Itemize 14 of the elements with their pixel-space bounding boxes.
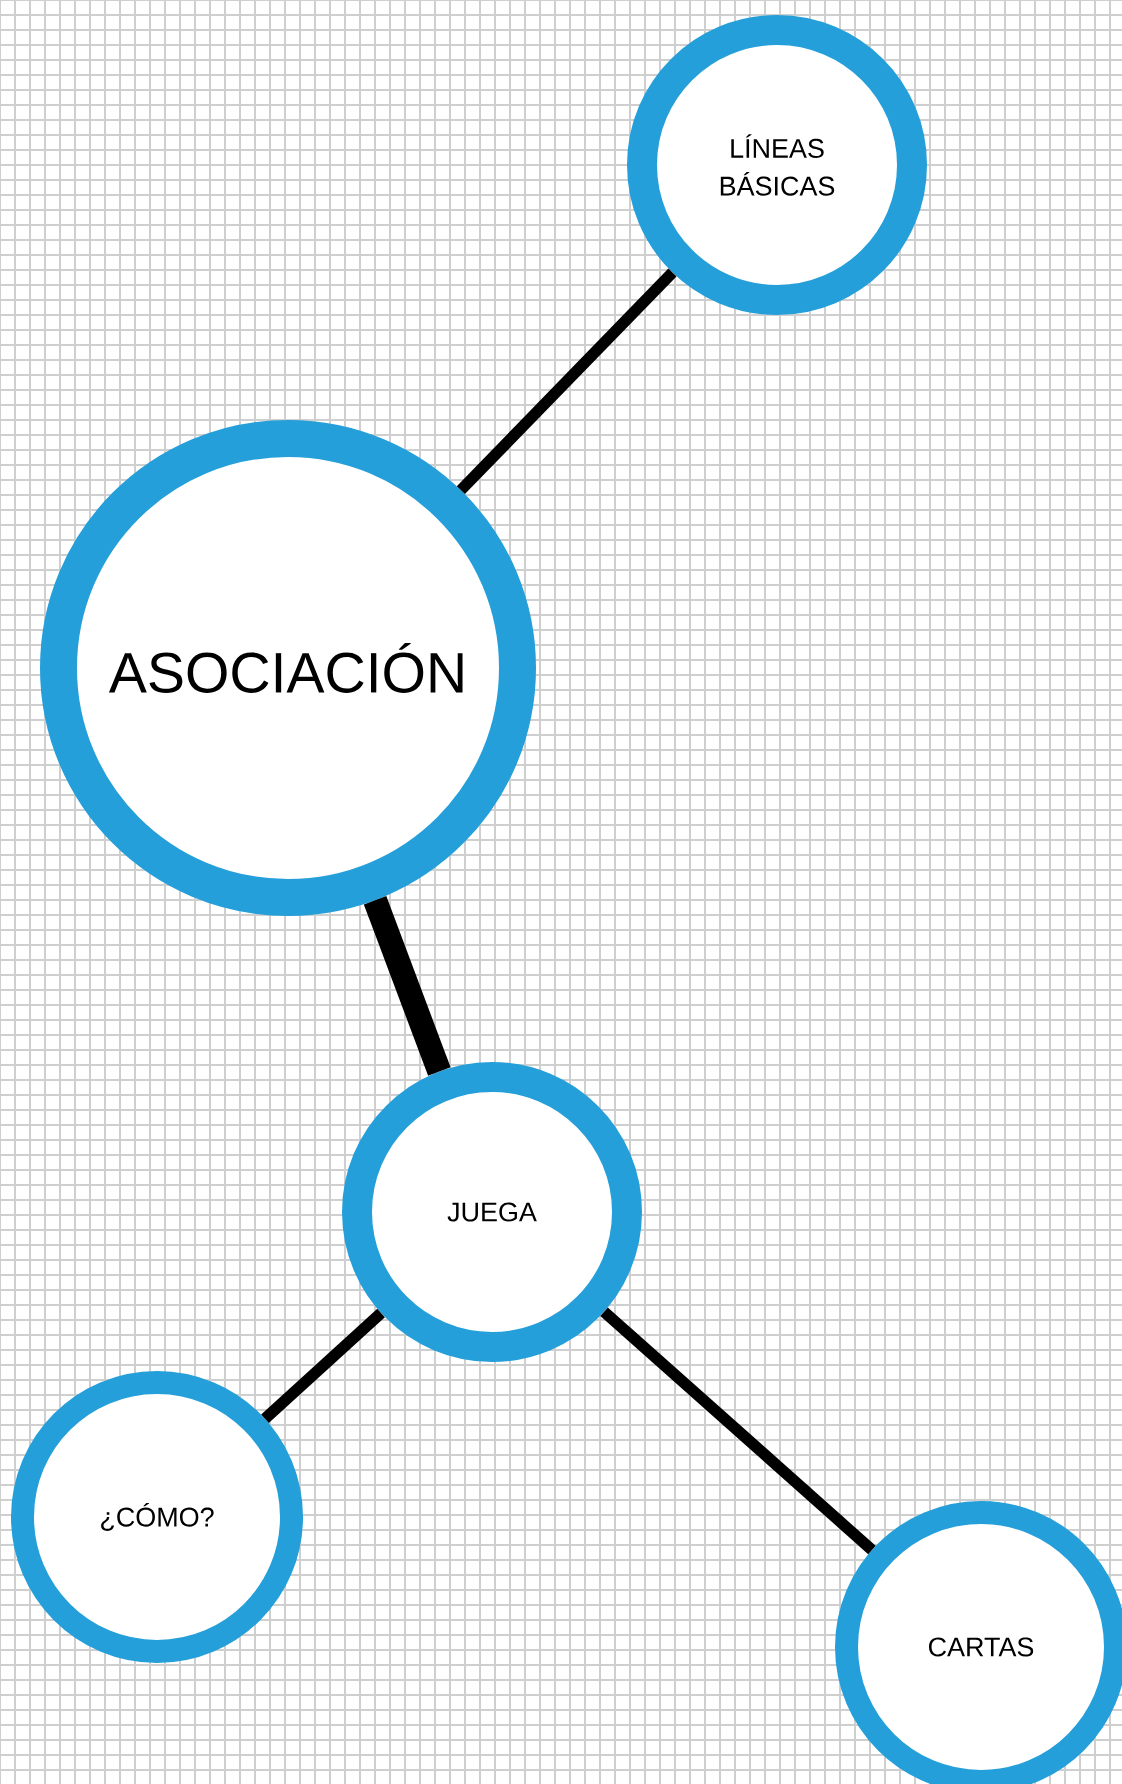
node-label: LÍNEAS BÁSICAS — [720, 134, 835, 196]
circle-node — [11, 1371, 303, 1663]
connector-line — [261, 1308, 385, 1423]
circle-node — [835, 1501, 1122, 1784]
connector-line — [600, 1307, 876, 1555]
circle-node — [342, 1062, 642, 1362]
node-label: ¿CÓMO? — [101, 1503, 214, 1531]
circle-node — [627, 15, 927, 315]
node-label: JUEGA — [447, 1202, 537, 1222]
connector-line — [456, 268, 677, 495]
node-label: CARTAS — [929, 1637, 1034, 1657]
connector-line — [363, 896, 451, 1076]
circle-node — [40, 420, 536, 916]
node-label: ASOCIACIÓN — [108, 642, 463, 693]
